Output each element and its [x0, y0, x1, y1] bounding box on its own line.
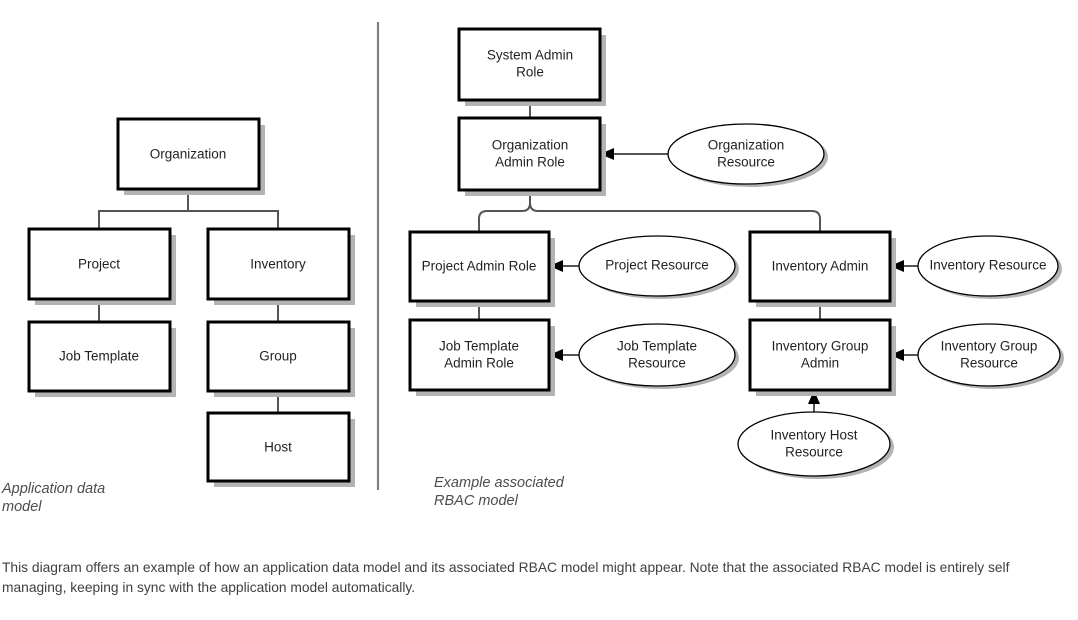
node-inventory-group-resource-label-line1: Inventory Group — [941, 339, 1038, 354]
node-organization-resource-ellipse — [667, 123, 825, 185]
node-group-label: Group — [259, 349, 297, 364]
node-project[interactable]: Project — [27, 227, 176, 305]
node-job-template-label: Job Template — [59, 349, 139, 364]
node-inventory-label: Inventory — [250, 257, 306, 272]
link-org-admin-to-project-admin — [478, 202, 531, 232]
node-project-resource-label: Project Resource — [605, 258, 709, 273]
node-system-admin-role[interactable]: System Admin Role — [457, 27, 606, 106]
caption-rbac-model: Example associated RBAC model — [434, 475, 564, 509]
node-project-admin-role-box — [408, 230, 551, 303]
node-inventory-host-resource-label-line2: Resource — [785, 445, 843, 460]
node-inventory-host-resource-label-line1: Inventory Host — [770, 428, 857, 443]
node-organization-resource-label-line1: Organization — [708, 138, 785, 153]
node-organization-resource-label-line2: Resource — [717, 155, 775, 170]
node-inventory-group-resource-ellipse — [917, 323, 1061, 387]
node-job-template-admin-role-label-line2: Admin Role — [444, 356, 514, 371]
node-inventory-host-resource[interactable]: Inventory Host Resource — [737, 411, 894, 479]
node-inventory-admin[interactable]: Inventory Admin — [748, 230, 896, 307]
node-project-resource[interactable]: Project Resource — [578, 235, 739, 299]
node-inventory-resource-label: Inventory Resource — [929, 258, 1046, 273]
node-inventory-group-resource[interactable]: Inventory Group Resource — [917, 323, 1064, 389]
resource-arrows — [549, 148, 918, 412]
node-job-template-admin-role-label-line1: Job Template — [439, 339, 519, 354]
node-inventory-group-admin-label-line2: Admin — [801, 356, 839, 371]
node-job-template-resource-label-line2: Resource — [628, 356, 686, 371]
node-system-admin-role-label-line1: System Admin — [487, 48, 573, 63]
node-inventory-group-admin-box — [748, 318, 892, 392]
node-group[interactable]: Group — [206, 320, 355, 397]
node-organization-admin-role[interactable]: Organization Admin Role — [457, 116, 606, 196]
node-inventory-resource[interactable]: Inventory Resource — [917, 235, 1062, 299]
node-inventory-group-admin-label-line1: Inventory Group — [772, 339, 869, 354]
node-organization-admin-role-label-line2: Admin Role — [495, 155, 565, 170]
caption-application-data-model: Application data model — [2, 481, 106, 515]
node-organization-box — [116, 117, 261, 191]
node-inventory-admin-label: Inventory Admin — [772, 259, 869, 274]
arrow-head-job-template-resource — [549, 349, 563, 361]
node-project-admin-role[interactable]: Project Admin Role — [408, 230, 555, 307]
arrow-head-project-resource — [549, 260, 563, 272]
arrow-head-inventory-resource — [890, 260, 904, 272]
node-host-box — [206, 411, 351, 483]
arrow-head-inventory-host-resource — [808, 390, 820, 404]
arrow-head-organization-resource — [600, 148, 614, 160]
node-system-admin-role-box — [457, 27, 602, 102]
node-inventory-group-admin[interactable]: Inventory Group Admin — [748, 318, 896, 396]
node-job-template-admin-role-box — [408, 318, 551, 392]
node-project-box — [27, 227, 172, 301]
node-project-label: Project — [78, 257, 120, 272]
node-inventory-host-resource-ellipse — [737, 411, 891, 477]
node-inventory-admin-box — [748, 230, 892, 303]
node-group-box — [206, 320, 351, 393]
node-job-template-resource-ellipse — [578, 323, 736, 387]
node-inventory-resource-ellipse — [917, 235, 1059, 297]
node-organization-admin-role-box — [457, 116, 602, 192]
node-organization-admin-role-label-line1: Organization — [492, 138, 569, 153]
node-inventory-box — [206, 227, 351, 301]
link-organization-to-project — [98, 210, 188, 229]
node-organization-resource[interactable]: Organization Resource — [667, 123, 828, 187]
figure-body-paragraph: This diagram offers an example of how an… — [2, 560, 1010, 595]
link-org-admin-to-inventory-admin — [529, 202, 821, 232]
arrow-head-inventory-group-resource — [890, 349, 904, 361]
node-project-admin-role-label: Project Admin Role — [422, 259, 537, 274]
node-system-admin-role-label-line2: Role — [516, 65, 544, 80]
node-job-template[interactable]: Job Template — [27, 320, 176, 397]
node-inventory[interactable]: Inventory — [206, 227, 355, 305]
node-host-label: Host — [264, 440, 292, 455]
node-organization[interactable]: Organization — [116, 117, 265, 195]
node-job-template-resource[interactable]: Job Template Resource — [578, 323, 739, 389]
node-job-template-admin-role[interactable]: Job Template Admin Role — [408, 318, 555, 396]
link-organization-to-inventory — [188, 210, 279, 229]
node-organization-label: Organization — [150, 147, 227, 162]
node-project-resource-ellipse — [578, 235, 736, 297]
node-job-template-box — [27, 320, 172, 393]
node-host[interactable]: Host — [206, 411, 355, 487]
node-inventory-group-resource-label-line2: Resource — [960, 356, 1018, 371]
node-job-template-resource-label-line1: Job Template — [617, 339, 697, 354]
